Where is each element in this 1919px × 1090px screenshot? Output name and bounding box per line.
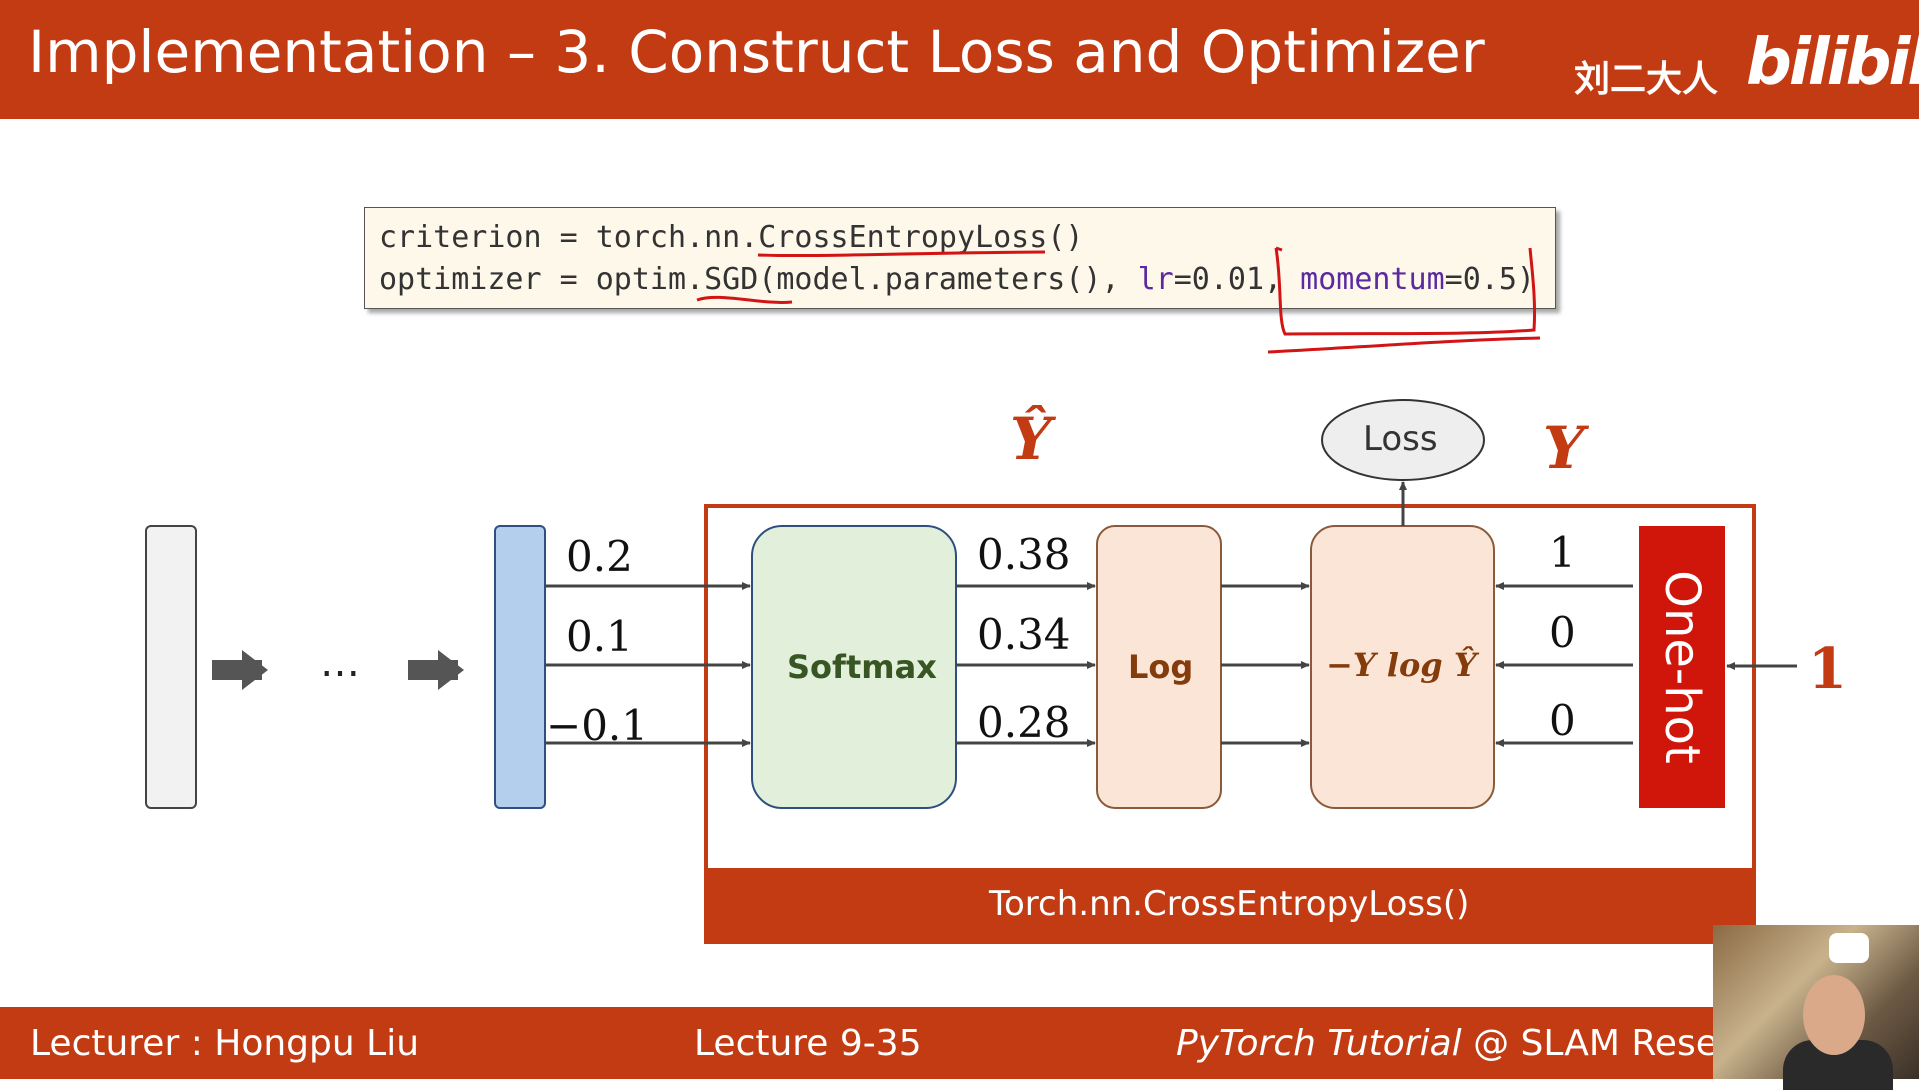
course-text: PyTorch Tutorial @ SLAM Resea (1176, 1023, 1740, 1064)
nll-label: −Y log Ŷ (1326, 646, 1477, 684)
loss-label: Loss (1363, 419, 1438, 459)
code-line-criterion: criterion = torch.nn.CrossEntropyLoss() (379, 220, 1084, 255)
presenter-face (1803, 975, 1865, 1055)
one-hot-label: One-hot (1654, 570, 1710, 764)
prob-value-2: 0.34 (977, 610, 1071, 659)
course-name: PyTorch Tutorial (1176, 1023, 1462, 1064)
one-hot-value-3: 0 (1549, 696, 1576, 745)
prob-value-3: 0.28 (977, 698, 1071, 747)
logit-value-3: −0.1 (546, 701, 648, 750)
y-label: Y (1543, 414, 1585, 482)
softmax-label: Softmax (787, 648, 937, 686)
slide-footer: Lecturer : Hongpu Liu Lecture 9-35 PyTor… (0, 1007, 1919, 1079)
log-label: Log (1128, 648, 1194, 686)
code-momentum-value: =0.5) (1444, 262, 1535, 297)
prob-value-1: 0.38 (977, 530, 1071, 579)
one-hot-value-1: 1 (1549, 528, 1576, 577)
lecturer-text: Lecturer : Hongpu Liu (30, 1023, 420, 1064)
code-momentum-keyword: momentum (1300, 262, 1445, 297)
code-optimizer-prefix: optimizer = optim.SGD(model.parameters()… (379, 262, 1138, 297)
slide-title: Implementation – 3. Construct Loss and O… (28, 18, 1485, 86)
webcam-overlay (1713, 925, 1919, 1090)
y-hat-label: Ŷ (1010, 405, 1052, 473)
code-lr-value: =0.01, (1173, 262, 1301, 297)
one-hot-value-2: 0 (1549, 608, 1576, 657)
uploader-name: 刘二大人 (1574, 59, 1719, 100)
code-block: criterion = torch.nn.CrossEntropyLoss() … (364, 207, 1556, 309)
code-line-optimizer: optimizer = optim.SGD(model.parameters()… (379, 262, 1535, 297)
input-vector (145, 525, 197, 809)
cross-entropy-frame (704, 504, 1756, 944)
logit-value-1: 0.2 (566, 532, 633, 581)
cross-entropy-label: Torch.nn.CrossEntropyLoss() (989, 884, 1470, 924)
code-lr-keyword: lr (1137, 262, 1174, 297)
logit-value-2: 0.1 (566, 612, 633, 661)
underline-momentum (1267, 336, 1541, 354)
ellipsis: … (320, 640, 360, 686)
bilibili-logo: bilibili (1746, 26, 1919, 100)
logits-vector (494, 525, 546, 809)
target-label: 1 (1808, 636, 1847, 702)
play-icon[interactable] (1829, 933, 1869, 963)
lecture-number: Lecture 9-35 (694, 1023, 922, 1064)
course-affiliation: @ SLAM Resea (1461, 1023, 1740, 1064)
slide-header: Implementation – 3. Construct Loss and O… (0, 0, 1919, 119)
